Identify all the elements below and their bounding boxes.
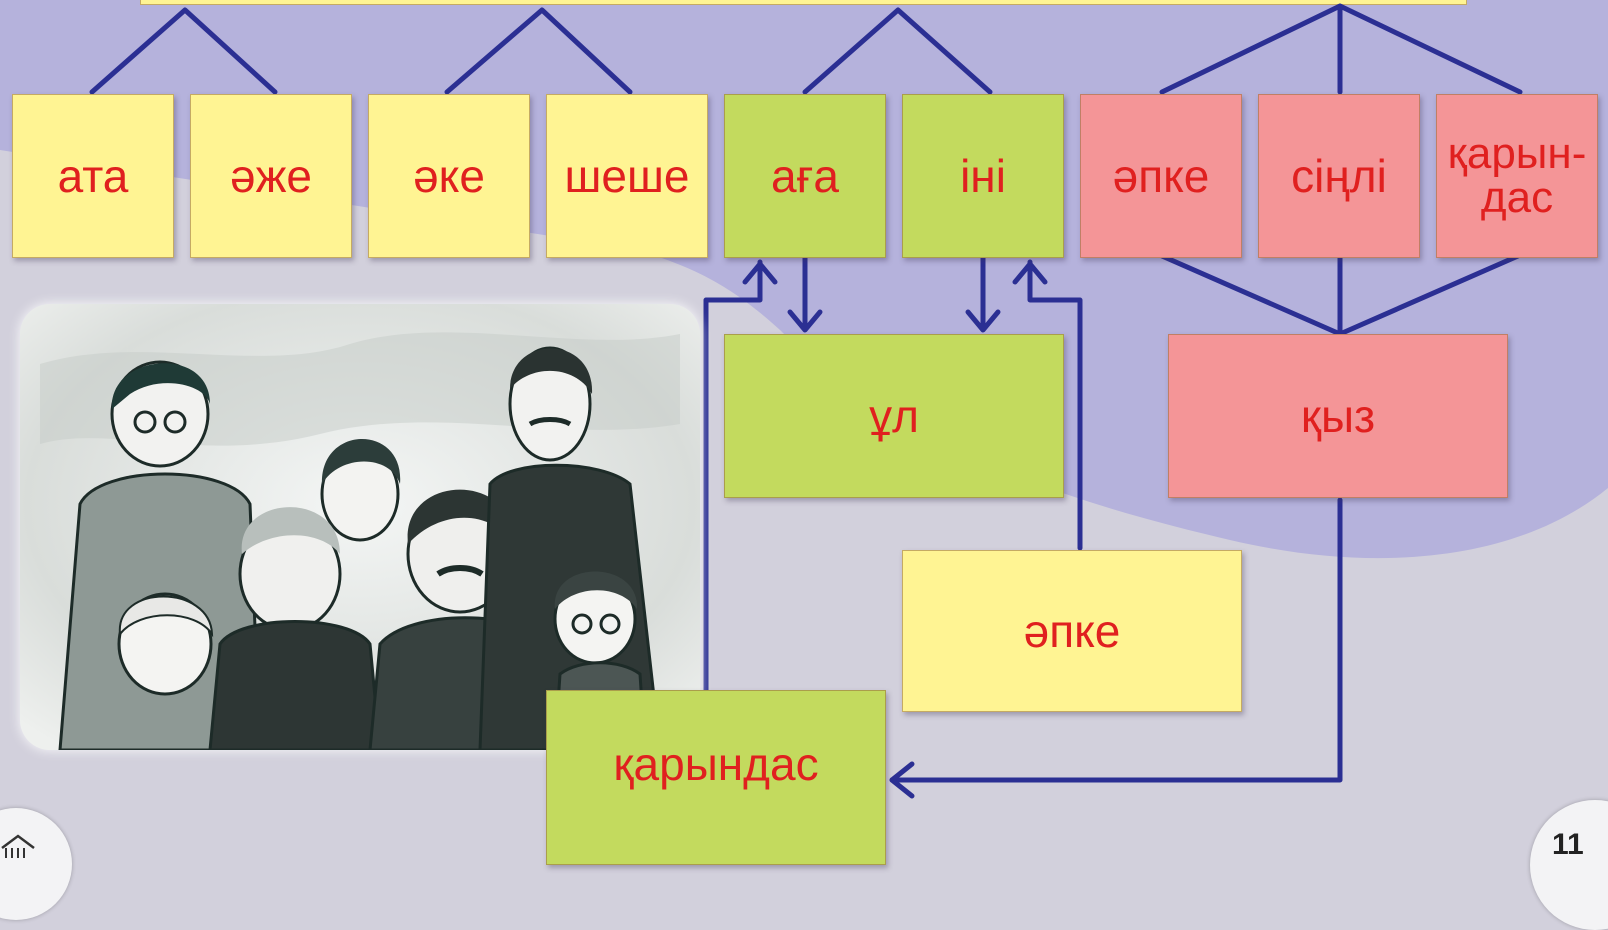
label-karyndas-top-1: қарын- (1447, 129, 1587, 178)
box-sindi: сіңлі (1258, 94, 1420, 258)
label-ata: ата (57, 150, 129, 202)
family-illustration (20, 304, 700, 750)
box-ake: әке (368, 94, 530, 258)
label-karyndas-bottom: қарындас (613, 738, 819, 790)
box-aga: аға (724, 94, 886, 258)
page-number: 11 (1552, 828, 1584, 861)
label-ini: іні (960, 150, 1006, 202)
label-karyndas-top-2: дас (1480, 173, 1554, 222)
label-sheshe: шеше (564, 150, 690, 202)
book-logo-icon (1, 834, 35, 858)
box-apke-bottom: әпке (902, 550, 1242, 712)
box-ul: ұл (724, 334, 1064, 498)
box-azhe: әже (190, 94, 352, 258)
label-ul: ұл (869, 390, 919, 442)
label-sindi: сіңлі (1291, 150, 1387, 202)
box-kyz: қыз (1168, 334, 1508, 498)
label-ake: әке (413, 150, 485, 202)
box-ata: ата (12, 94, 174, 258)
label-apke-bottom: әпке (1023, 605, 1121, 657)
label-kyz: қыз (1300, 390, 1376, 442)
label-azhe: әже (230, 150, 312, 202)
box-karyndas-top: қарын- дас (1436, 94, 1598, 258)
box-apke-top: әпке (1080, 94, 1242, 258)
box-ini: іні (902, 94, 1064, 258)
label-apke-top: әпке (1112, 150, 1210, 202)
top-category-strip (140, 0, 1467, 5)
box-sheshe: шеше (546, 94, 708, 258)
label-aga: аға (771, 150, 839, 202)
box-karyndas-bottom: қарындас (546, 690, 886, 865)
